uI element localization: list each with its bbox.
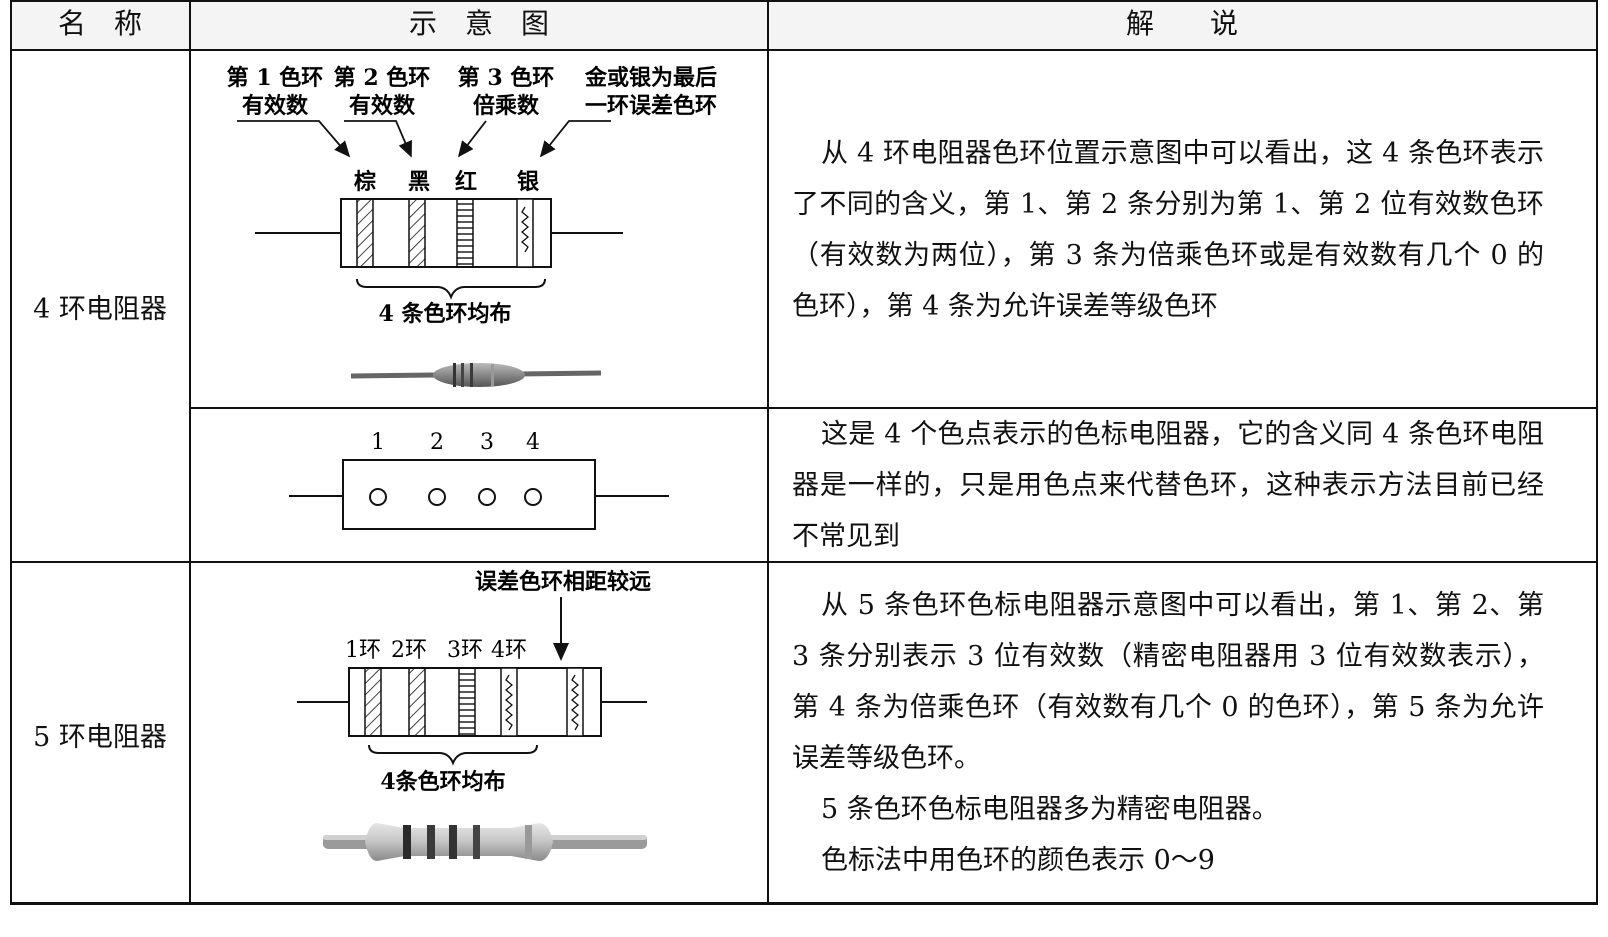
resistor-photo — [350, 363, 602, 387]
resistor5-photo — [323, 823, 647, 861]
bracket5-label: 4条色环均布 — [380, 769, 505, 795]
bracket-label: 4 条色环均布 — [379, 301, 512, 327]
five-band-resistor-diagram: 误差色环相距较远 1环 2环 3环 4环 4条色环均布 — [297, 569, 651, 861]
label-band2-line1: 第 2 色环 — [334, 65, 431, 91]
color-dot-3 — [478, 488, 496, 506]
label-band4-line1: 金或银为最后 — [584, 65, 717, 91]
band-4-zigzag — [520, 206, 530, 253]
resistor-body — [340, 198, 552, 268]
color-dot-resistor-diagram: 1 2 3 4 — [289, 430, 669, 530]
row-name-4-band: 4 环电阻器 — [33, 294, 167, 325]
dot-number-2: 2 — [430, 430, 444, 455]
explanation-paragraph: 从 4 环电阻器色环位置示意图中可以看出，这 4 条色环表示了不同的含义，第 1… — [792, 138, 1544, 322]
header-name: 名 称 — [57, 7, 142, 40]
ring-label-3: 3环 — [447, 638, 483, 663]
band5-2 — [408, 667, 426, 737]
band-3 — [456, 198, 474, 268]
label-band1-line2: 有效数 — [242, 93, 309, 119]
color-label-brown: 棕 — [354, 169, 376, 195]
ring-label-4: 4环 — [491, 638, 527, 663]
label-band3-line2: 倍乘数 — [473, 93, 540, 119]
dot-number-3: 3 — [480, 430, 494, 455]
explanation-paragraph: 5 条色环色标电阻器多为精密电阻器。 — [821, 794, 1279, 825]
label-band4-line2: 一环误差色环 — [585, 93, 717, 119]
explanation-paragraph: 这是 4 个色点表示的色标电阻器，它的含义同 4 条色环电阻器是一样的，只是用色… — [792, 419, 1544, 552]
header-diagram: 示 意 图 — [408, 7, 549, 40]
dot-number-1: 1 — [371, 430, 385, 455]
color-label-red: 红 — [455, 169, 477, 195]
color-dot-4 — [524, 488, 542, 506]
bracket — [356, 278, 546, 300]
label-band3-line1: 第 3 色环 — [458, 65, 555, 91]
explanation-paragraph: 从 5 条色环色标电阻器示意图中可以看出，第 1、第 2、第 3 条分别表示 3… — [792, 590, 1544, 774]
explanation-paragraph: 色标法中用色环的颜色表示 0～9 — [821, 845, 1215, 876]
color-dot-1 — [369, 488, 387, 506]
band-2 — [408, 198, 426, 268]
four-band-resistor-diagram: 第 1 色环 有效数 第 2 色环 有效数 第 3 色环 倍乘数 金或银为最后 … — [227, 65, 717, 387]
band-4 — [516, 198, 534, 268]
label-band2-line2: 有效数 — [349, 93, 416, 119]
color-label-silver: 银 — [517, 169, 540, 195]
color-dot-2 — [428, 488, 446, 506]
explanation-5-band: 从 5 条色环色标电阻器示意图中可以看出，第 1、第 2、第 3 条分别表示 3… — [792, 580, 1544, 886]
band-1 — [356, 198, 374, 268]
dot-number-4: 4 — [526, 430, 540, 455]
band5-1 — [364, 667, 382, 737]
tolerance-label: 误差色环相距较远 — [475, 569, 651, 595]
ring-label-2: 2环 — [391, 638, 427, 663]
explanation-4-band: 从 4 环电阻器色环位置示意图中可以看出，这 4 条色环表示了不同的含义，第 1… — [792, 128, 1544, 332]
band5-5-zigzag — [570, 674, 580, 731]
bracket5 — [368, 744, 538, 766]
ring-label-1: 1环 — [345, 638, 381, 663]
label-band1-line1: 第 1 色环 — [227, 65, 324, 91]
band5-3 — [458, 667, 476, 737]
color-label-black: 黑 — [408, 169, 430, 195]
explanation-color-dot: 这是 4 个色点表示的色标电阻器，它的含义同 4 条色环电阻器是一样的，只是用色… — [792, 409, 1544, 562]
band5-4-zigzag — [504, 674, 514, 731]
table-header-background — [10, 0, 1598, 50]
header-explanation: 解 说 — [1125, 7, 1238, 40]
row-name-5-band: 5 环电阻器 — [33, 722, 167, 753]
